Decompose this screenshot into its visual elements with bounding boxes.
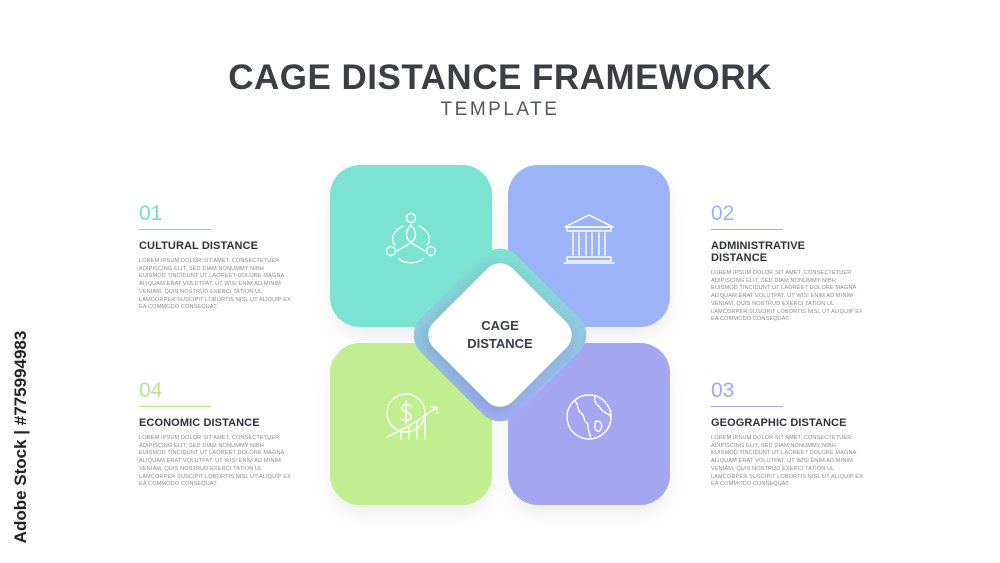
center-label-line2: DISTANCE [467,336,533,351]
page-subtitle: TEMPLATE [440,99,560,120]
block-number: 01 [139,202,163,225]
block-geographic: 03 GEOGRAPHIC DISTANCE LOREM IPSUM DOLOR… [711,379,863,489]
globe-icon [566,394,612,440]
center-badge: CAGE DISTANCE [403,238,597,432]
center-label-line1: CAGE [481,318,519,333]
page-title: CAGE DISTANCE FRAMEWORK [228,58,772,97]
block-divider [139,406,211,407]
government-building-icon [563,214,615,264]
block-divider [139,229,211,230]
block-economic: 04 ECONOMIC DISTANCE LOREM IPSUM DOLOR S… [139,379,291,489]
block-text: LOREM IPSUM DOLOR SIT AMET, CONSECTETUER… [139,258,291,311]
people-cycle-icon [385,212,437,264]
block-title: ECONOMIC DISTANCE [139,417,260,429]
block-administrative: 02 ADMINISTRATIVE DISTANCE LOREM IPSUM D… [711,202,863,324]
block-title: CULTURAL DISTANCE [139,240,259,252]
stock-watermark: Adobe Stock | #775994983 [10,322,32,552]
block-number: 04 [139,379,163,402]
watermark-text: Adobe Stock | #775994983 [11,330,30,544]
center-label: CAGE DISTANCE [424,317,576,353]
block-text: LOREM IPSUM DOLOR SIT AMET, CONSECTETUER… [711,435,863,488]
block-text: LOREM IPSUM DOLOR SIT AMET, CONSECTETUER… [711,270,863,323]
dollar-growth-icon [386,393,438,440]
block-number: 02 [711,202,735,225]
block-divider [711,406,783,407]
block-number: 03 [711,379,735,402]
block-cultural: 01 CULTURAL DISTANCE LOREM IPSUM DOLOR S… [139,202,291,312]
block-text: LOREM IPSUM DOLOR SIT AMET, CONSECTETUER… [139,435,291,488]
tile-cultural [330,165,492,327]
block-title: ADMINISTRATIVE DISTANCE [711,240,806,264]
block-title: GEOGRAPHIC DISTANCE [711,417,847,429]
block-divider [711,229,783,230]
